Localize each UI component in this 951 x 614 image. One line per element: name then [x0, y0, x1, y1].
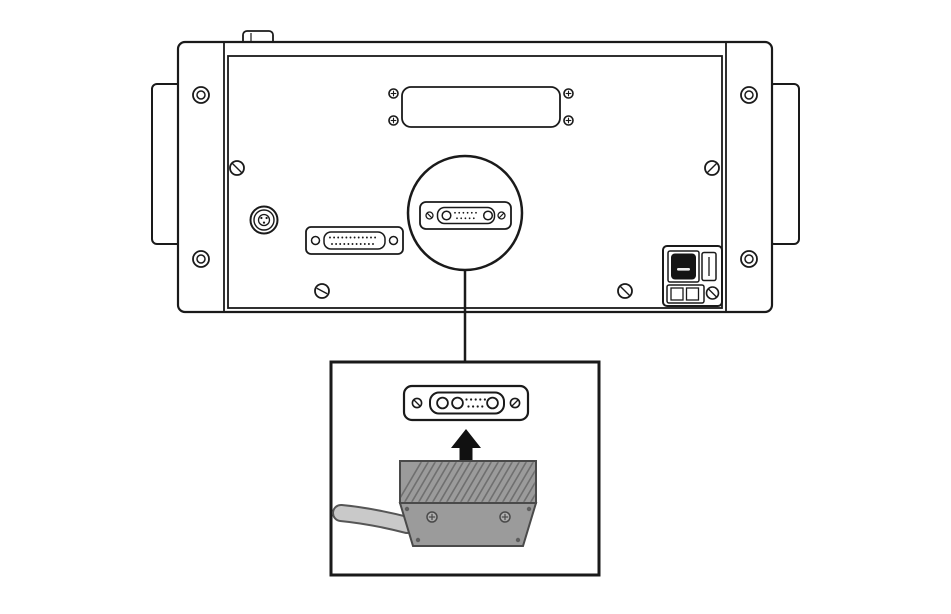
slotted-screw: [497, 211, 506, 220]
bracket-screw-hole: [192, 86, 210, 104]
plug-jack-screw: [426, 511, 438, 523]
plug-rib-lines: [401, 462, 535, 502]
combo-dsub-port: [419, 201, 512, 230]
slotted-screw: [704, 160, 720, 176]
slotted-screw: [705, 286, 720, 300]
slotted-screw: [425, 211, 434, 220]
phillips-screw: [388, 88, 399, 99]
bracket-screw-hole: [740, 250, 758, 268]
magnifier-callout: [406, 154, 524, 272]
rocker: [671, 253, 696, 280]
bracket-screw-hole: [192, 250, 210, 268]
detail-inset: [329, 360, 601, 577]
phillips-screw: [563, 88, 574, 99]
db25-connector: [305, 226, 404, 255]
up-arrow: [451, 429, 481, 468]
cable-jacket: [334, 506, 414, 532]
bracket-screw-hole: [740, 86, 758, 104]
magnifier-circle: [406, 154, 524, 272]
fuse-holder: [666, 284, 705, 304]
phillips-screw: [563, 115, 574, 126]
slotted-screw: [229, 160, 245, 176]
plug-corner-dot: [526, 506, 532, 512]
cable-connector-plug: [398, 460, 538, 547]
circular-din-connector: [249, 205, 279, 235]
phillips-screw: [388, 115, 399, 126]
slotted-screw: [617, 283, 633, 299]
plug-front-face: [398, 502, 538, 547]
slotted-screw: [314, 283, 330, 299]
voltage-selector-slot: [701, 251, 717, 282]
detail-combo-dsub-port: [402, 384, 530, 422]
panel-face: [227, 55, 723, 309]
plug-corner-dot: [515, 537, 521, 543]
plug-jack-screw: [499, 511, 511, 523]
blank-cover-plate: [388, 86, 574, 128]
power-switch: [667, 250, 700, 283]
plug-corner-dot: [415, 537, 421, 543]
cable: [332, 504, 416, 534]
rocker-mark: [677, 268, 690, 271]
plug-corner-dot: [404, 506, 410, 512]
slotted-screw: [509, 397, 521, 409]
power-inlet-module: [662, 245, 723, 307]
slotted-screw: [411, 397, 423, 409]
right-side-flange: [768, 83, 800, 245]
